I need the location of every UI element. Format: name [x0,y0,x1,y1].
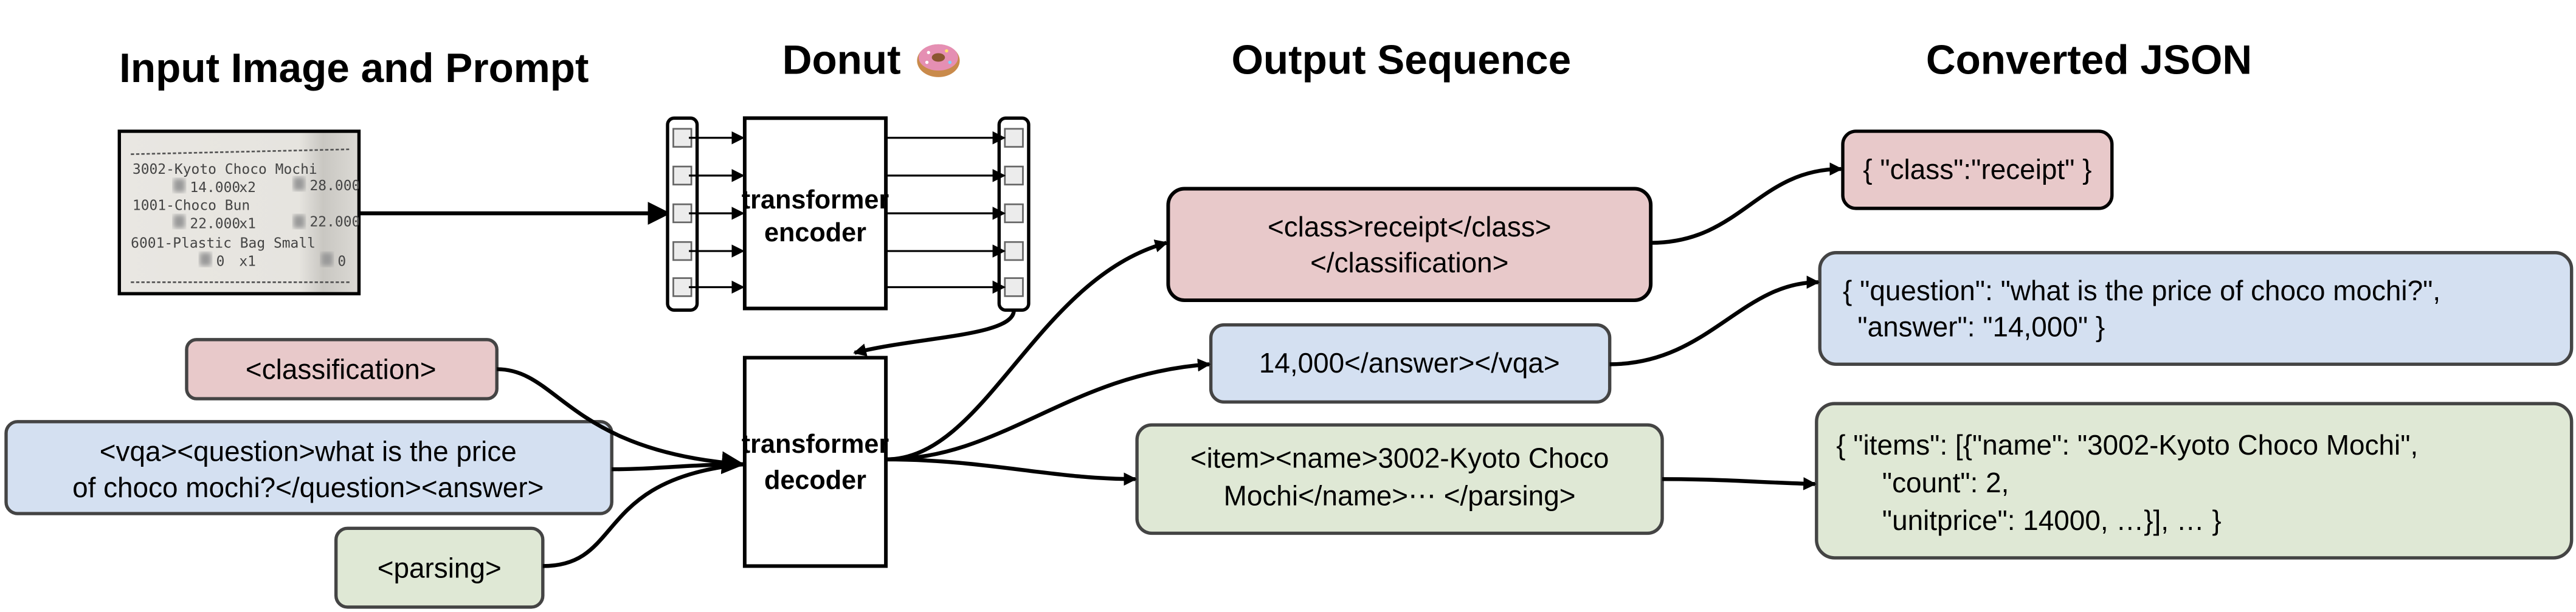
prompt-vqa: <vqa><question>what is the price of choc… [4,420,613,515]
json-text: { "question": "what is the price of choc… [1843,275,2440,306]
output-text: <class>receipt</class> [1268,211,1552,242]
json-text: { "items": [{"name": "3002-Kyoto Choco M… [1836,429,2418,461]
json-parsing: { "items": [{"name": "3002-Kyoto Choco M… [1815,402,2574,560]
classification-to-json-arrow [1651,162,1843,245]
decoder-to-classification-arrow [886,239,1169,462]
prompt-vqa-arrow [612,462,744,472]
input-token-column [666,116,699,312]
receipt-item-unit: 0 [216,253,225,269]
receipt-item-name: 1001-Choco Bun [133,198,250,214]
output-token-column [997,116,1031,312]
prompt-text: <classification> [246,354,437,385]
token-square [1004,165,1024,186]
prompt-parsing: <parsing> [334,526,545,609]
receipt-image: 3002-Kyoto Choco Mochi 14.000 x2 28.000 … [117,129,361,295]
token-square [672,203,692,224]
output-text: 14,000</answer></vqa> [1259,347,1560,379]
token-square [1004,128,1024,148]
token-square [672,128,692,148]
prompt-text: of choco mochi?</question><answer> [72,472,544,503]
receipt-item-total: 22.000 [309,215,360,230]
transformer-encoder-block: transformer encoder [742,116,889,311]
header-json: Converted JSON [1926,37,2252,83]
receipt-item-name: 6001-Plastic Bag Small [131,236,316,252]
decoder-to-parsing-arrow [886,457,1138,486]
transformer-decoder-block: transformer decoder [742,356,889,568]
token-square [1004,241,1024,261]
receipt-item-name: 3002-Kyoto Choco Mochi [133,162,317,177]
output-text: </classification> [1310,247,1508,278]
prompt-classification-arrow [497,367,745,475]
json-text: "answer": "14,000" } [1857,311,2105,342]
receipt-item-unit: 22.000 [190,216,240,232]
parsing-to-json-arrow [1662,477,1817,490]
receipt-item-qty: x1 [239,253,256,269]
json-classification: { "class":"receipt" } [1841,129,2114,210]
token-square [1004,277,1024,297]
decoder-label-line: transformer [742,430,889,459]
output-classification: <class>receipt</class> </classification> [1166,187,1653,303]
output-text: <item><name>3002-Kyoto Choco [1190,442,1609,473]
receipt-item-qty: x1 [239,216,256,232]
prompt-parsing-arrow [542,462,744,568]
header-model: Donut [782,37,901,83]
output-parsing: <item><name>3002-Kyoto Choco Mochi</name… [1135,423,1664,535]
receipt-item-qty: x2 [239,180,256,196]
receipt-item-total: 28.000 [309,178,360,194]
token-square [672,165,692,186]
encoder-label-line: encoder [764,218,866,247]
json-text: { "class":"receipt" } [1863,153,2091,185]
token-square [672,277,692,297]
vqa-to-json-arrow [1609,275,1820,366]
donut-emoji-icon [917,44,960,77]
receipt-item-unit: 14.000 [190,180,240,196]
prompt-text: <vqa><question>what is the price [100,436,517,467]
prompt-text: <parsing> [378,552,502,583]
header-output: Output Sequence [1231,37,1571,83]
json-vqa: { "question": "what is the price of choc… [1818,251,2574,366]
decoder-to-vqa-arrow [886,358,1211,462]
json-text: "count": 2, [1882,467,2009,498]
token-arrows [689,131,1006,294]
output-vqa: 14,000</answer></vqa> [1209,323,1612,404]
json-text: "unitprice": 14000, …}], … } [1882,504,2222,536]
prompt-classification: <classification> [185,338,499,401]
decoder-label-line: decoder [764,466,866,495]
encoder-label-line: transformer [742,185,889,215]
output-text: Mochi</name>⋯ </parsing> [1224,480,1576,512]
encoder-to-decoder-arrow [853,309,1016,357]
token-square [1004,203,1024,224]
header-input: Input Image and Prompt [119,46,589,91]
token-square [672,241,692,261]
receipt-item-total: 0 [337,253,346,269]
